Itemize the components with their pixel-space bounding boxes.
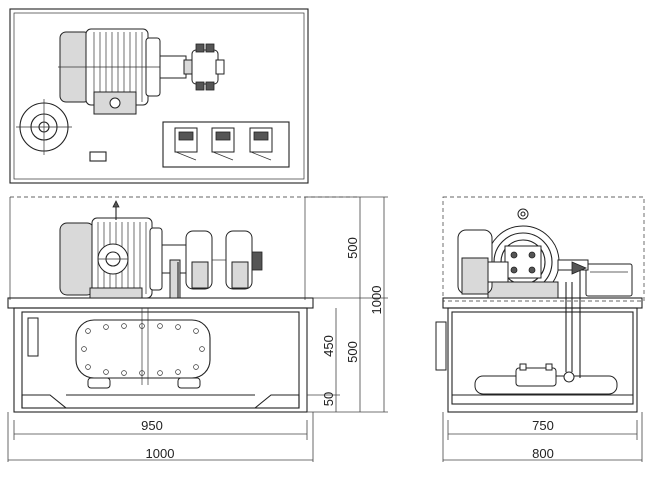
dim-500-motor: 500 [345,237,360,259]
front-level-gauge [27,317,39,357]
front-view: 950 1000 500 1000 450 500 50 [7,196,388,462]
front-inspection-cover [75,319,211,389]
side-tank [435,297,643,413]
side-cooler [557,259,633,297]
side-suction-line [474,270,618,395]
side-pump-group [457,229,509,295]
front-tank [7,297,314,413]
side-motor [486,208,560,299]
top-view-inner-outline [13,12,305,180]
front-motor [59,200,163,299]
dim-500-tank: 500 [345,341,360,363]
front-dimensions: 950 1000 500 1000 450 500 50 [7,196,388,462]
front-pumps [161,230,263,299]
top-pump [159,43,225,91]
side-view: 750 800 [435,196,645,462]
side-dimensions: 750 800 [442,412,643,462]
top-filler-cap [16,99,72,155]
dim-1000-width: 1000 [146,446,175,461]
top-motor [58,28,182,115]
dim-1000-height: 1000 [369,286,384,315]
dim-50: 50 [321,392,336,406]
top-label-plate [89,151,107,162]
dim-950: 950 [141,418,163,433]
side-port-flange [435,321,447,371]
dim-450: 450 [321,335,336,357]
dim-800: 800 [532,446,554,461]
top-valve-manifold [162,121,290,168]
dim-750: 750 [532,418,554,433]
top-view-outline [9,8,309,184]
top-view [9,8,309,184]
